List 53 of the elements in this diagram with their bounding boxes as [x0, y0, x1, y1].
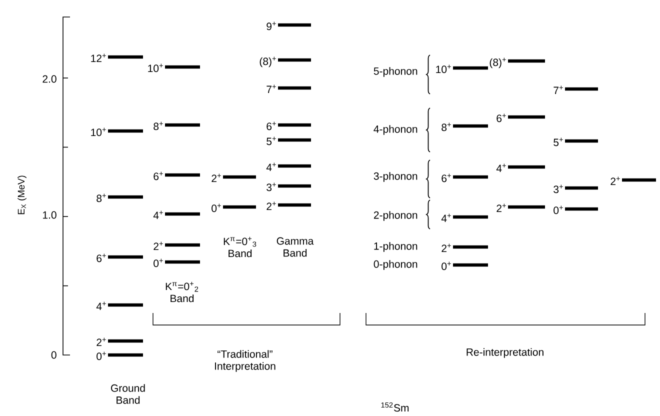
- spin-label: 6$^{+}$: [442, 174, 451, 182]
- phonon-label: 5-phonon: [374, 67, 418, 77]
- spin-label: 2$^{+}$: [266, 202, 276, 210]
- spin-label: 4$^{+}$: [96, 302, 106, 310]
- band-label: Gamma Band: [276, 237, 314, 257]
- phonon-label: 2-phonon: [374, 211, 418, 221]
- phonon-label: 0-phonon: [374, 260, 418, 270]
- spin-label: (8)$^{+}$: [260, 56, 276, 68]
- spin-label: 0$^{+}$: [154, 258, 163, 268]
- spin-label: 2$^{+}$: [496, 204, 506, 212]
- spin-label: 9$^{+}$: [266, 22, 276, 30]
- spin-label: 10$^{+}$: [148, 64, 163, 72]
- axis-title: E$_{X}$ (MeV): [18, 176, 26, 214]
- spin-label: 4$^{+}$: [153, 210, 163, 219]
- phonon-label: 1-phonon: [374, 242, 418, 252]
- spin-label: 6$^{+}$: [266, 122, 276, 130]
- spin-label: 4$^{+}$: [266, 162, 276, 171]
- spin-label: 8$^{+}$: [96, 194, 106, 202]
- tick-label: 0: [51, 351, 56, 359]
- spin-label: 7$^{+}$: [554, 86, 563, 94]
- band-label: “Traditional” Interpretation: [215, 350, 276, 372]
- spin-label: 0$^{+}$: [96, 352, 106, 360]
- spin-label: 2$^{+}$: [610, 176, 620, 185]
- spin-label: 10$^{+}$: [436, 64, 451, 74]
- tick-label: 1.0: [43, 211, 56, 219]
- spin-label: 4$^{+}$: [496, 164, 506, 172]
- spin-label: 12$^{+}$: [91, 54, 106, 62]
- spin-label: 0$^{+}$: [554, 206, 563, 214]
- tick-label: 2.0: [42, 75, 56, 83]
- phonon-label: 4-phonon: [374, 125, 418, 135]
- spin-label: 3$^{+}$: [554, 184, 563, 194]
- spin-label: 4$^{+}$: [441, 214, 451, 222]
- spin-label: 2$^{+}$: [154, 242, 163, 250]
- spin-label: 2$^{+}$: [442, 244, 451, 252]
- band-label: $^{152}$Sm: [381, 402, 409, 412]
- spin-label: 6$^{+}$: [96, 254, 106, 262]
- band-label: Ground Band: [111, 384, 145, 404]
- spin-label: 8$^{+}$: [154, 122, 163, 130]
- spin-label: 0$^{+}$: [442, 262, 451, 270]
- phonon-label: 3-phonon: [374, 172, 418, 182]
- spin-label: 2$^{+}$: [96, 338, 106, 346]
- spin-label: (8)$^{+}$: [490, 58, 506, 68]
- spin-label: 5$^{+}$: [554, 138, 563, 146]
- spin-label: 3$^{+}$: [266, 182, 276, 192]
- spin-label: 0$^{+}$: [212, 204, 221, 212]
- spin-label: 2$^{+}$: [212, 174, 221, 182]
- spin-label: 8$^{+}$: [442, 122, 451, 132]
- spin-label: 6$^{+}$: [154, 172, 163, 180]
- spin-label: 5$^{+}$: [266, 136, 276, 146]
- spin-label: 6$^{+}$: [496, 114, 506, 122]
- spin-label: 10$^{+}$: [91, 128, 106, 136]
- spin-label: 7$^{+}$: [266, 84, 276, 93]
- band-label: Re-interpretation: [466, 348, 544, 358]
